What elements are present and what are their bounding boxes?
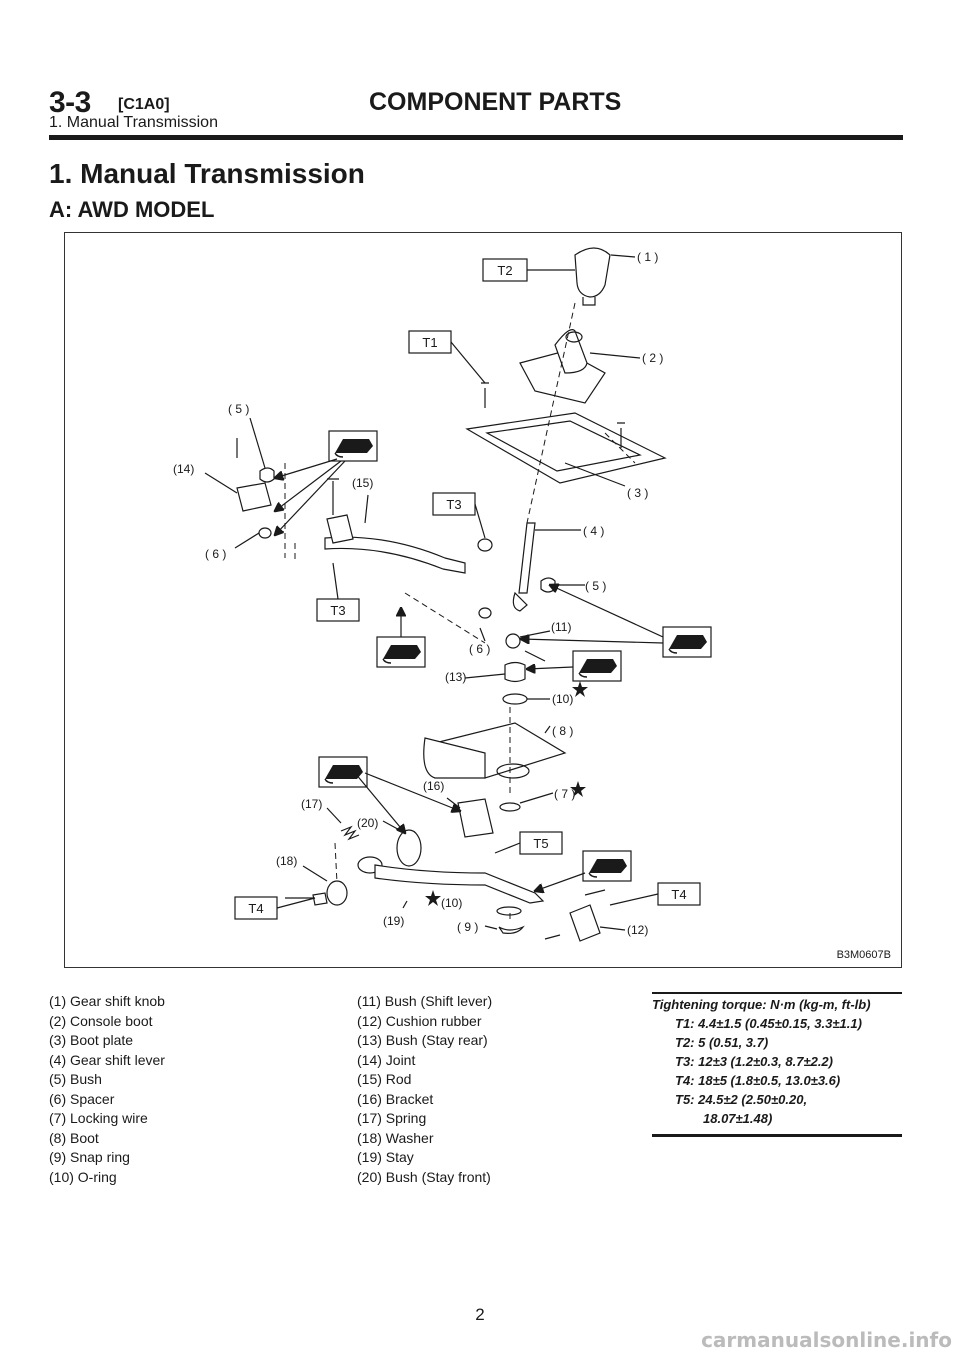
legend-item: (18) Washer <box>357 1129 434 1146</box>
subsection-title: A: AWD MODEL <box>49 197 215 222</box>
star-markers <box>425 681 588 906</box>
legend-item: (14) Joint <box>357 1051 416 1068</box>
legend-item: (3) Boot plate <box>49 1032 134 1048</box>
chapter-tag: [C1A0] <box>118 96 170 113</box>
callout-20: (20) <box>357 816 378 830</box>
torque-box-t2: T2 <box>497 263 512 278</box>
callout-19: (19) <box>383 914 404 928</box>
torque-box-t4b: T4 <box>671 887 686 902</box>
callout-6a: ( 6 ) <box>205 547 226 561</box>
torque-t1: T1: 4.4±1.5 (0.45±0.15, 3.3±1.1) <box>675 1016 862 1031</box>
legend-item: (16) Bracket <box>357 1090 434 1107</box>
rod-drawing <box>324 514 466 574</box>
stay-drawing <box>357 856 545 904</box>
chapter-code: 3-3 <box>49 86 91 119</box>
callout-15: (15) <box>352 476 373 490</box>
callout-5a: ( 5 ) <box>228 402 249 416</box>
header-title: COMPONENT PARTS <box>369 88 622 116</box>
callout-7: ( 7 ) <box>554 787 575 801</box>
legend-left: (1) Gear shift knob (2) Console boot (3)… <box>49 992 165 1187</box>
callout-5b: ( 5 ) <box>585 579 606 593</box>
legend-item: (12) Cushion rubber <box>357 1012 482 1029</box>
callout-10b: (10) <box>441 896 462 910</box>
callout-9: ( 9 ) <box>457 920 478 934</box>
callout-11: (11) <box>551 620 571 634</box>
torque-box-t3a: T3 <box>446 497 461 512</box>
callout-4: ( 4 ) <box>583 524 604 538</box>
callout-17: (17) <box>301 797 322 811</box>
legend-right: (11) Bush (Shift lever) (12) Cushion rub… <box>357 992 492 1187</box>
legend-item: (11) Bush (Shift lever) <box>357 993 493 1009</box>
legend-item: (8) Boot <box>49 1129 99 1146</box>
torque-t4: T4: 18±5 (1.8±0.5, 13.0±3.6) <box>675 1073 841 1088</box>
page-number: 2 <box>475 1305 485 1324</box>
gear-shift-knob-drawing <box>574 247 611 306</box>
gear-shift-lever-drawing <box>512 522 536 612</box>
header-subtitle: 1. Manual Transmission <box>49 114 218 131</box>
boot-plate-drawing <box>465 412 667 484</box>
callout-3: ( 3 ) <box>627 486 648 500</box>
legend-item: (6) Spacer <box>49 1090 115 1107</box>
legend-item: (13) Bush (Stay rear) <box>357 1032 488 1048</box>
torque-t5: T5: 24.5±2 (2.50±0.20, <box>675 1092 808 1107</box>
torque-box-t4a: T4 <box>248 901 263 916</box>
torque-t3: T3: 12±3 (1.2±0.3, 8.7±2.2) <box>675 1054 833 1069</box>
torque-box-t3b: T3 <box>330 603 345 618</box>
legend-item: (10) O-ring <box>49 1168 117 1185</box>
callout-6b: ( 6 ) <box>469 642 490 656</box>
footer-watermark: carmanualsonline.info <box>701 1328 952 1352</box>
legend-item: (19) Stay <box>357 1149 414 1165</box>
torque-rule-bottom <box>652 1134 902 1137</box>
callout-18: (18) <box>276 854 297 868</box>
legend-item: (17) Spring <box>357 1110 427 1126</box>
callout-12: (12) <box>627 923 648 937</box>
console-boot-drawing <box>519 329 606 404</box>
legend-item: (5) Bush <box>49 1071 102 1087</box>
boot-case-drawing <box>423 722 567 779</box>
callout-14: (14) <box>173 462 194 476</box>
legend-item: (20) Bush (Stay front) <box>357 1168 491 1185</box>
torque-box-t5: T5 <box>533 836 548 851</box>
torque-spec-box: Tightening torque: N·m (kg-m, ft-lb) T1:… <box>652 992 902 1137</box>
legend-item: (9) Snap ring <box>49 1149 130 1165</box>
callout-2: ( 2 ) <box>642 351 663 365</box>
callout-1: ( 1 ) <box>637 250 658 264</box>
callout-16: (16) <box>423 779 444 793</box>
legend-item: (2) Console boot <box>49 1012 153 1029</box>
callout-10a: (10) <box>552 692 573 706</box>
legend-item: (4) Gear shift lever <box>49 1051 165 1068</box>
figure-id: B3M0607B <box>836 949 891 961</box>
callout-13: (13) <box>445 670 466 684</box>
legend-item: (7) Locking wire <box>49 1110 148 1126</box>
torque-t5-continued: 18.07±1.48) <box>703 1111 773 1126</box>
section-title: 1. Manual Transmission <box>49 158 365 189</box>
header-rule <box>49 135 903 140</box>
torque-t2: T2: 5 (0.51, 3.7) <box>675 1035 769 1050</box>
callout-8: ( 8 ) <box>552 724 573 738</box>
exploded-diagram: ( 1 ) ( 2 ) ( 3 ) ( 4 ) ( 5 ) ( 5 ) (14)… <box>64 232 902 968</box>
legend-item: (15) Rod <box>357 1071 412 1087</box>
torque-box-t1: T1 <box>422 335 437 350</box>
torque-heading: Tightening torque: N·m (kg-m, ft-lb) <box>652 997 871 1012</box>
torque-rule-top <box>652 992 902 994</box>
legend-item: (1) Gear shift knob <box>49 993 165 1009</box>
